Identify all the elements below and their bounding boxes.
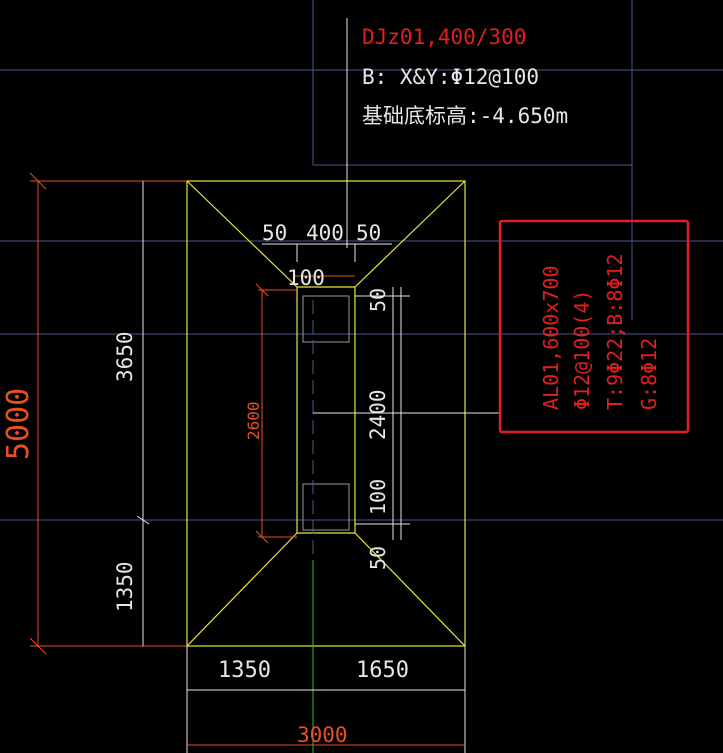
- dim-text-2600: 2600: [244, 401, 263, 440]
- column-square-bottom: [302, 483, 350, 531]
- dim-text-right-50-bottom: 50: [366, 546, 390, 570]
- column-square-top: [302, 295, 350, 343]
- header-title: DJz01,400/300: [362, 25, 526, 49]
- dim-text-right-100: 100: [366, 479, 390, 515]
- dim-text-lower: 1350: [113, 561, 137, 612]
- dim-text-total-height: 5000: [1, 388, 36, 460]
- slope-line: [186, 532, 298, 647]
- beam-callout-box: [498, 219, 690, 434]
- dim-text-top-50-right: 50: [356, 221, 381, 245]
- dim-text-bottom-left: 1350: [218, 658, 271, 683]
- dim-text-top-50-left: 50: [262, 221, 287, 245]
- beam-callout-line4: G:8Φ12: [637, 338, 661, 410]
- dim-tick: [29, 637, 47, 655]
- axis-lines: [0, 0, 723, 521]
- slope-line: [354, 532, 466, 647]
- dim-text-bottom-total: 3000: [297, 723, 348, 747]
- dim-text-upper: 3650: [113, 331, 137, 382]
- slope-line: [186, 180, 298, 288]
- dim-text-right-2400: 2400: [366, 389, 390, 440]
- dim-text-top-400: 400: [306, 221, 344, 245]
- dim-text-top-100: 100: [287, 266, 325, 290]
- dim-tick: [255, 283, 269, 297]
- header-elevation: 基础底标高:-4.650m: [362, 104, 568, 128]
- column-plinth: [296, 286, 356, 534]
- dim-tick: [29, 172, 47, 190]
- dim-tick: [136, 515, 150, 525]
- dim-text-right-50-top: 50: [366, 288, 390, 312]
- dim-text-bottom-right: 1650: [356, 658, 409, 683]
- beam-callout-line1: AL01,600x700: [539, 266, 563, 411]
- column-squares: [302, 295, 350, 531]
- header-reinforcement: B: X&Y:Φ12@100: [362, 65, 539, 89]
- white-dimensions: [136, 181, 466, 753]
- beam-callout-line2: Φ12@100(4): [570, 290, 594, 410]
- dimension-lines: [29, 172, 355, 655]
- slope-line: [354, 180, 466, 288]
- dim-tick: [255, 530, 269, 544]
- beam-callout-line3: T:9Φ22;B:8Φ12: [603, 253, 627, 410]
